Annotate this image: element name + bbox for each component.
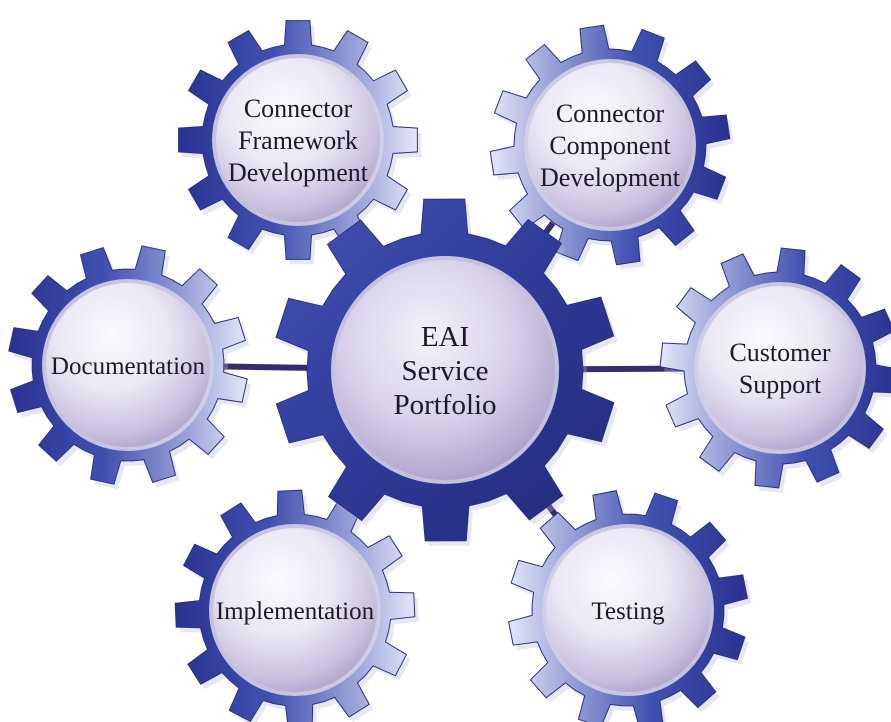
gear-testing: Testing [508,490,752,722]
gear-documentation-label: Documentation [51,353,206,380]
label-line: Customer [729,338,830,367]
label-line: Service [402,355,489,387]
label-line: Development [540,163,681,192]
gear-disc [546,528,710,692]
gear-implementation-label: Implementation [216,598,375,625]
gear-documentation: Documentation [8,245,252,490]
gear-disc [698,286,862,450]
label-line: Support [739,370,822,399]
gear-disc [46,283,210,447]
label-line: Documentation [51,353,206,380]
label-line: Portfolio [393,389,496,421]
label-line: Connector [244,94,353,123]
label-line: Framework [238,126,358,155]
label-line: Connector [556,99,665,128]
gear-disc [213,528,377,692]
label-line: Component [549,131,671,160]
gear-implementation: Implementation [174,489,419,722]
label-line: Development [228,158,369,187]
label-line: Testing [591,598,665,625]
gear-disc [528,63,692,227]
gear-disc [335,260,555,480]
label-line: EAI [421,321,469,353]
gear-disc [216,58,380,222]
gear-testing-label: Testing [591,598,665,625]
label-line: Implementation [216,598,375,625]
